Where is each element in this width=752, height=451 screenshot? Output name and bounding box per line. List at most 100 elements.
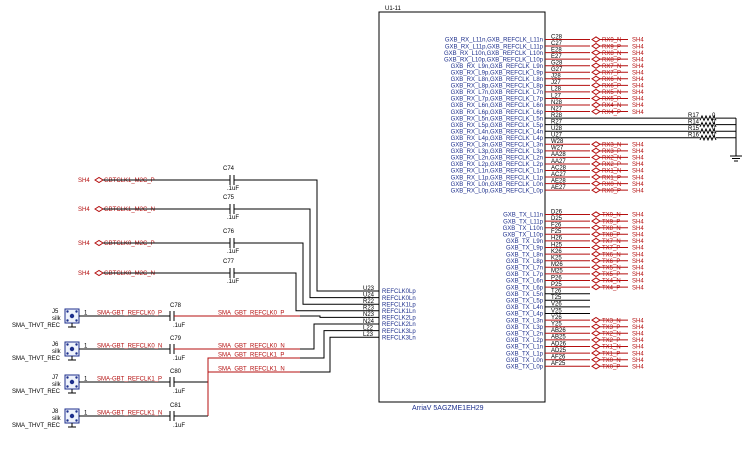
sheet-ref: SH4 (632, 57, 644, 63)
connector-ref: J8 (52, 409, 59, 415)
pin-ball: U24 (363, 292, 375, 298)
offsheet-connector (94, 205, 104, 213)
pin-name: GXB_RX_L9p,GXB_REFCLK_L9p (451, 70, 544, 76)
pin-name: GXB_RX_L6n,GXB_REFCLK_L6n (451, 103, 543, 109)
net-label: TX0_P (602, 365, 620, 371)
sma-ground-pin (66, 310, 69, 313)
offsheet-connector (591, 69, 601, 76)
net-label: TX9_P (602, 219, 620, 225)
pin-ball: AE27 (551, 185, 566, 191)
offsheet-connector (591, 75, 601, 82)
sheet-ref: SH4 (632, 219, 644, 225)
pin-name: GXB_TX_L9n (506, 239, 543, 245)
offsheet-connector (591, 154, 601, 161)
pin-ball: N28 (551, 100, 563, 106)
pin-name: GXB_RX_L6p,GXB_REFCLK_L6p (451, 110, 544, 116)
pin-name: GXB_RX_L0p,GXB_REFCLK_L0p (451, 188, 544, 194)
sma-ground-pin (75, 343, 78, 346)
pin-number: 1 (84, 411, 88, 417)
net-label: TX8_N (602, 226, 621, 232)
pin-ball: U23 (363, 286, 375, 292)
pin-number: 1 (84, 311, 88, 317)
sma-ground-pin (75, 352, 78, 355)
net-label: RX1_N (602, 169, 621, 175)
offsheet-connector (591, 343, 601, 350)
offsheet-connector (591, 336, 601, 344)
pin-ball: AC28 (551, 165, 567, 171)
net-label: RX3_N (602, 143, 621, 149)
pin-name: GXB_RX_L8p,GXB_REFCLK_L8p (451, 84, 544, 90)
pin-ball: AC27 (551, 172, 567, 178)
route-wire (234, 272, 335, 312)
sma-ground-pin (75, 319, 78, 322)
net-label: TX6_N (602, 252, 621, 258)
sheet-ref: SH4 (632, 358, 644, 364)
sma-ground-pin (66, 343, 69, 346)
pin-ball: R22 (363, 299, 375, 305)
pin-ball: D25 (551, 216, 563, 222)
offsheet-connector (591, 349, 601, 357)
pin-name: GXB_TX_L10p (503, 233, 544, 239)
pin-ball: AF26 (551, 355, 566, 361)
net-label: TX4_P (602, 285, 620, 291)
resistor-value: 0 (712, 126, 716, 132)
sma-ground-pin (66, 410, 69, 413)
capacitor-value: .1uF (173, 423, 185, 429)
pin-ball: R28 (551, 113, 563, 119)
pin-name: GXB_TX_L6n (506, 279, 543, 285)
offsheet-connector (591, 270, 601, 278)
sma-ground-pin (75, 419, 78, 422)
pin-name: GXB_TX_L3p (506, 325, 544, 331)
net-label: TX8_P (602, 233, 620, 239)
resistor-zigzag (699, 121, 717, 129)
sheet-ref: SH4 (632, 332, 644, 338)
sheet-ref: SH4 (632, 51, 644, 57)
pin-ball: G27 (551, 67, 563, 73)
net-label: GBTCLK0_M2C_P (104, 241, 155, 247)
connector-silk: silk (52, 316, 62, 322)
offsheet-connector (591, 264, 601, 271)
net-wire (207, 371, 300, 416)
pin-ball: L22 (363, 325, 374, 331)
net-label: TX7_N (602, 239, 621, 245)
resistor-value: 0 (712, 133, 716, 139)
pin-name: REFCLK3Ln (382, 335, 416, 341)
net-label: TX1_P (602, 351, 620, 357)
sma-ground-pin (75, 376, 78, 379)
sheet-ref: SH4 (632, 226, 644, 232)
pin-name: GXB_RX_L3p,GXB_REFCLK_L3p (451, 149, 544, 155)
pin-name: GXB_RX_L1p,GXB_REFCLK_L1p (451, 175, 544, 181)
sheet-ref: SH4 (632, 64, 644, 70)
connector-footprint: SMA_THVT_REC (12, 323, 61, 329)
net-label: TX0_N (602, 358, 621, 364)
connector-silk: silk (52, 382, 62, 388)
net-label: TX5_P (602, 272, 620, 278)
connector-silk: silk (52, 416, 62, 422)
connector-footprint: SMA_THVT_REC (12, 389, 61, 395)
sheet-ref: SH4 (632, 279, 644, 285)
pin-ball: L23 (363, 332, 374, 338)
pin-ball: AB26 (551, 328, 566, 334)
sheet-ref: SH4 (632, 38, 644, 44)
offsheet-connector (591, 363, 601, 370)
offsheet-connector (591, 101, 601, 109)
connector-silk: silk (52, 349, 62, 355)
pin-ball: Y25 (551, 322, 562, 328)
pin-name: GXB_RX_L2p,GXB_REFCLK_L2p (451, 162, 544, 168)
capacitor-ref: C78 (170, 303, 182, 309)
net-label: RX0_N (602, 182, 621, 188)
pin-ball: R23 (363, 306, 375, 312)
capacitor-value: .1uF (227, 186, 239, 192)
offsheet-connector (591, 42, 601, 50)
route-wire (300, 330, 335, 359)
net-label: RX3_P (602, 149, 621, 155)
offsheet-connector (591, 211, 601, 218)
pin-ball: T26 (551, 289, 562, 295)
net-label: SMA-GBT_REFCLK1_N (97, 411, 162, 417)
sheet-ref: SH4 (632, 318, 644, 324)
sma-ground-pin (75, 410, 78, 413)
pin-name: GXB_RX_L10p,GXB_REFCLK_L10p (444, 57, 544, 63)
